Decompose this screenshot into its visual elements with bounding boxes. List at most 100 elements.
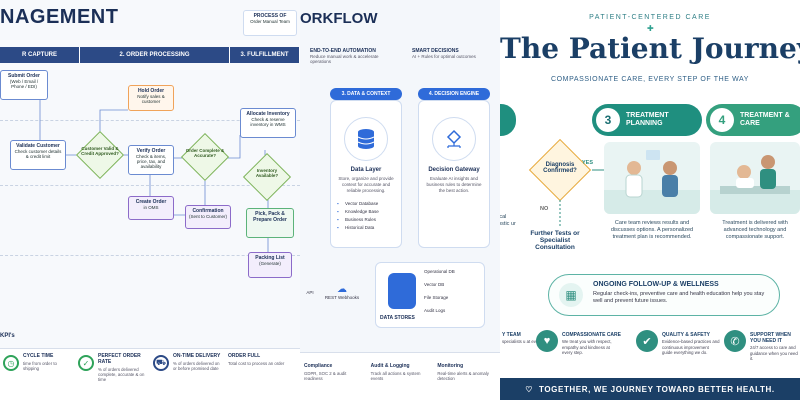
data-layer-card: Data Layer Store, organize and provide c… <box>330 100 402 248</box>
decision-label: Inventory Available? <box>255 168 279 178</box>
step-number: 3 <box>596 108 620 132</box>
box-desc: (Web / Email / Phone / EDI) <box>9 79 39 89</box>
heart-hands-icon: ♥ <box>536 330 558 352</box>
box-title: Create Order <box>135 199 167 205</box>
footer-banner: ♡ TOGETHER, WE JOURNEY TOWARD BETTER HEA… <box>500 378 800 400</box>
cell-title: Monitoring <box>437 363 464 369</box>
column-fulfillment: 3. FULFILLMENT <box>230 47 300 63</box>
confirmation-box: Confirmation (Sent to Customer) <box>185 205 231 229</box>
no-label: NO <box>540 206 549 212</box>
box-title: Submit Order <box>8 73 40 79</box>
phone-icon: ✆ <box>724 330 746 352</box>
automation-card: END-TO-END AUTOMATION Reduce manual work… <box>310 48 400 64</box>
kpi-desc: time from order to shipping <box>23 361 57 371</box>
card-desc: Evaluate AI insights and business rules … <box>426 176 482 193</box>
medical-cross-icon: ✚ <box>647 24 654 33</box>
feature-title: Y TEAM <box>502 332 521 338</box>
box-title: Hold Order <box>137 88 165 94</box>
card-title: SMART DECISIONS <box>412 48 459 54</box>
data-layer-list: Vector Database Knowledge Base Business … <box>335 200 397 232</box>
verify-order-box: Verify Order Check & items, price, tax, … <box>128 145 174 175</box>
kpi-title: ON-TIME DELIVERY <box>173 353 221 359</box>
swimlane-headers: R CAPTURE 2. ORDER PROCESSING 3. FULFILL… <box>0 47 300 63</box>
card-desc: Store, organize and provide context for … <box>338 176 394 193</box>
box-title: Validate Customer <box>16 143 60 149</box>
submit-order-box: Submit Order (Web / Email / Phone / EDI) <box>0 70 48 100</box>
stores-label: DATA STORES <box>380 315 415 321</box>
clock-icon: ◷ <box>3 355 19 371</box>
yes-label: YES <box>582 160 594 166</box>
list-item: Historical Data <box>335 224 397 232</box>
followup-title: ONGOING FOLLOW-UP & WELLNESS <box>593 281 719 288</box>
card-title: Decision Gateway <box>428 167 480 173</box>
further-tests-label: Further Tests or Specialist Consultation <box>530 230 580 251</box>
feature-desc: 24/7 access to care and guidance when yo… <box>750 345 798 362</box>
workflow-panel: ORKFLOW END-TO-END AUTOMATION Reduce man… <box>300 0 500 400</box>
kpi-desc: % of orders delivered complete, accurate… <box>98 367 145 382</box>
page-title: The Patient Journey <box>500 32 800 65</box>
step-treatment-planning: 3 TREATMENT PLANNING <box>592 104 702 136</box>
swimlane-divider <box>0 120 300 121</box>
card-title: Data Layer <box>350 167 382 173</box>
panel2-title: ORKFLOW <box>300 10 378 27</box>
kpi-desc: % of orders delivered on or before promi… <box>173 361 220 371</box>
create-order-box: Create Order in OMS <box>128 196 174 220</box>
treatment-illustration <box>710 142 800 214</box>
decision-label: Customer Valid & Credit Approved? <box>81 146 119 156</box>
order-management-panel: NAGEMENT R CAPTURE 2. ORDER PROCESSING 3… <box>0 0 300 400</box>
decision-label: Order Complete & Accurate? <box>185 148 225 158</box>
store-item: Vector DB <box>424 282 445 287</box>
cell-desc: Real-time alerts & anomaly detection <box>437 371 489 381</box>
smart-decisions-card: SMART DECISIONS AI + Rules for optimal o… <box>412 48 496 59</box>
connector <box>99 109 128 140</box>
box-desc: Check & reserve inventory in WMS <box>250 117 286 127</box>
list-item: Business Rules <box>335 216 397 224</box>
cell-desc: Track all actions & system events <box>370 371 421 381</box>
feature-quality: ✔ QUALITY & SAFETY Evidence-based practi… <box>636 330 720 355</box>
allocate-inventory-box: Allocate Inventory Check & reserve inven… <box>240 108 296 138</box>
kpi-item: ✓ PERFECT ORDER RATE% of orders delivere… <box>75 349 150 400</box>
followup-desc: Regular check-ins, preventive care and h… <box>593 291 765 305</box>
kicker-text: PATIENT-CENTERED CARE <box>589 14 711 21</box>
left-cut-text: edical gnostic ur <box>500 214 516 228</box>
box-title: Packing List <box>255 255 285 261</box>
box-desc: (Generate) <box>259 261 281 266</box>
box-desc: Check & items, price, tax, and availabil… <box>135 154 167 169</box>
database-icon <box>344 117 388 161</box>
packing-list-box: Packing List (Generate) <box>248 252 292 278</box>
step-label: TREATMENT & CARE <box>740 111 790 127</box>
box-title: Verify Order <box>136 148 166 154</box>
card-desc: AI + Rules for optimal outcomes <box>412 54 476 59</box>
feature-support: ✆ SUPPORT WHEN YOU NEED IT 24/7 access t… <box>724 330 798 361</box>
process-note-card: PROCESS OF Order Manual Team <box>243 10 297 36</box>
kpi-header: KPI's <box>0 333 15 339</box>
step-previous <box>500 104 516 136</box>
kpi-title: CYCLE TIME <box>23 353 54 359</box>
cell-title: Compliance <box>304 363 333 369</box>
swimlane-divider <box>0 255 300 256</box>
api-label: API <box>306 290 314 295</box>
webhooks-text: REST Webhooks <box>324 295 360 300</box>
heart-icon: ♡ <box>525 384 534 394</box>
shield-icon: ✔ <box>636 330 658 352</box>
feature-compassionate: ♥ COMPASSIONATE CARE We treat you with r… <box>536 330 621 355</box>
feature-desc: specialists u at every step. <box>502 339 553 344</box>
care-desc: Treatment is delivered with advanced tec… <box>722 220 788 241</box>
decision-gateway-card: Decision Gateway Evaluate AI insights an… <box>418 100 490 248</box>
data-stores-box: Operational DB Vector DB File Storage Au… <box>375 262 485 328</box>
patient-journey-panel: PATIENT-CENTERED CARE ✚ The Patient Jour… <box>500 0 800 400</box>
consultation-illustration <box>604 142 700 214</box>
feature-title: COMPASSIONATE CARE <box>562 332 621 338</box>
box-desc: in OMS <box>143 205 159 210</box>
diagnosis-label: Diagnosis Confirmed? <box>543 162 577 174</box>
box-desc: Order Manual Team <box>250 19 290 24</box>
cell-desc: GDPR, SOC 2 & audit readiness <box>304 371 347 381</box>
box-desc: Notify sales & customer <box>137 94 165 104</box>
page-subtitle: COMPASSIONATE CARE, EVERY STEP OF THE WA… <box>550 76 750 83</box>
step-treatment-care: 4 TREATMENT & CARE <box>706 104 800 136</box>
cloud-icon: ☁ <box>337 284 347 295</box>
